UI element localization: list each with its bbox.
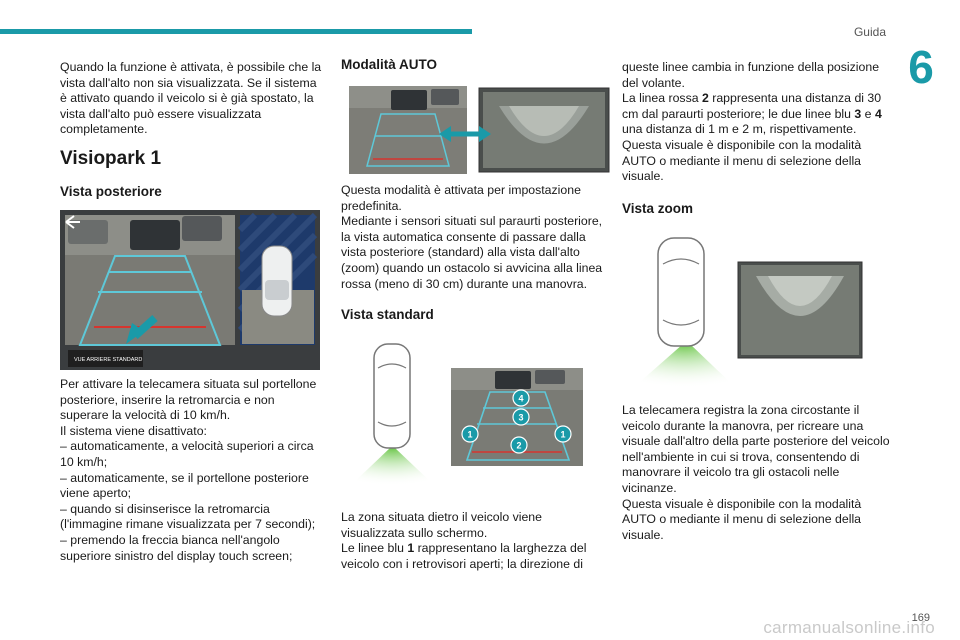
rear-view-text: Per attivare la telecamera situata sul p… xyxy=(60,377,325,564)
watermark: carmanualsonline.info xyxy=(763,618,935,637)
auto-mode-paragraph: Questa modalità è attivata per impostazi… xyxy=(341,183,603,291)
page-number: 169 xyxy=(911,612,930,624)
standard-view-paragraph-1: La zona situata dietro il veicolo viene … xyxy=(341,510,542,540)
standard-view-text: La zona situata dietro il veicolo viene … xyxy=(341,510,603,572)
zoom-view-text: La telecamera registra la zona circostan… xyxy=(622,403,892,543)
chapter-number: 6 xyxy=(908,41,934,93)
standard-view-paragraph-2: Le linee blu 1 rappresentano la larghezz… xyxy=(341,541,587,571)
right-paragraph-1: queste linee cambia in funzione della po… xyxy=(622,60,880,90)
zoom-view-figure xyxy=(628,236,868,388)
badge-4: 4 xyxy=(518,394,523,404)
right-paragraph-2: La linea rossa 2 rappresenta una distanz… xyxy=(622,91,882,137)
title-auto-mode: Modalità AUTO xyxy=(341,57,438,72)
badge-3: 3 xyxy=(518,413,523,423)
auto-mode-text: Questa modalità è attivata per impostazi… xyxy=(341,183,603,292)
right-top-text: queste linee cambia in funzione della po… xyxy=(622,60,892,185)
badge-2: 2 xyxy=(516,441,521,451)
intro-paragraph: Quando la funzione è attivata, è possibi… xyxy=(60,60,322,137)
left-column: Quando la funzione è attivata, è possibi… xyxy=(60,60,322,138)
badge-1-left: 1 xyxy=(467,430,472,440)
rear-view-paragraph: Per attivare la telecamera situata sul p… xyxy=(60,377,317,563)
standard-view-figure: 4 3 1 2 1 xyxy=(350,340,587,486)
title-standard-view: Vista standard xyxy=(341,307,434,322)
screen-label: VUE ARRIERE STANDARD xyxy=(74,357,142,363)
right-paragraph-3: Questa visuale è disponibile con la moda… xyxy=(622,137,862,184)
title-visiopark: Visiopark 1 xyxy=(60,148,162,169)
header-accent-bar xyxy=(0,29,472,34)
rear-camera-figure: VUE ARRIERE STANDARD xyxy=(60,210,320,370)
auto-mode-figure xyxy=(349,86,611,174)
zoom-view-paragraph: La telecamera registra la zona circostan… xyxy=(622,403,890,542)
badge-1-right: 1 xyxy=(560,430,565,440)
subtitle-rear-view: Vista posteriore xyxy=(60,184,162,199)
title-zoom-view: Vista zoom xyxy=(622,201,694,216)
section-name: Guida xyxy=(853,25,886,39)
